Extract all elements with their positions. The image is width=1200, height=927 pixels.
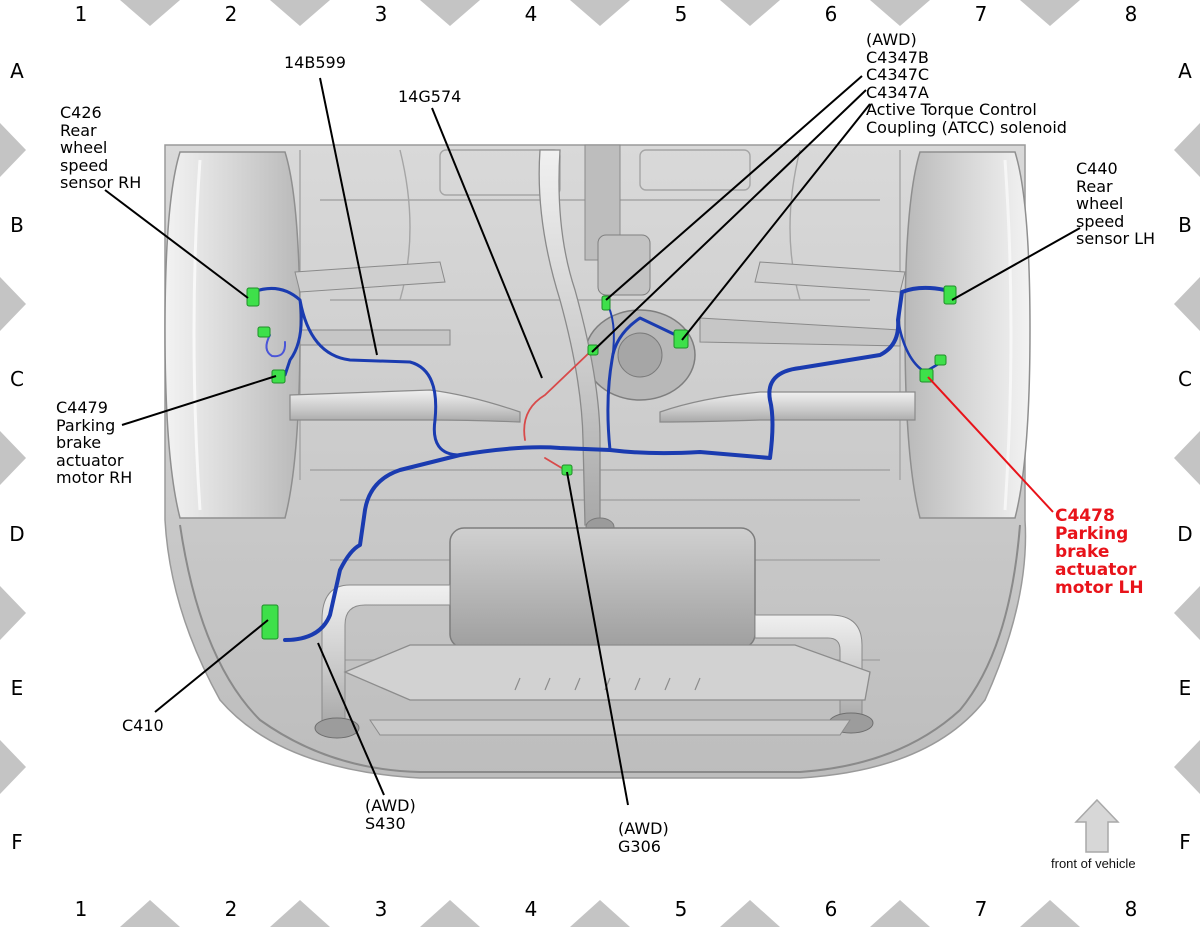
tailpipe-rh	[314, 717, 360, 739]
label-c4478: C4478 Parking brake actuator motor LH	[1055, 506, 1144, 598]
label-awd-atcc: (AWD) C4347B C4347C C4347A Active Torque…	[866, 30, 1067, 137]
grid-col-label: 1	[75, 2, 88, 26]
connector-c426-b	[257, 326, 271, 338]
harness-rh-branch	[251, 286, 462, 457]
grid-col-label: 6	[825, 2, 838, 26]
grid-col-label: 4	[525, 2, 538, 26]
leader-lines	[104, 75, 1081, 806]
grid-col-label: 1	[75, 897, 88, 921]
grid-col-label: 4	[525, 897, 538, 921]
grid-row-label: F	[1179, 830, 1191, 854]
label-c426: C426 Rear wheel speed sensor RH	[60, 103, 142, 192]
front-of-vehicle-label: front of vehicle	[1051, 856, 1136, 871]
tire-rh	[164, 151, 301, 519]
leader-s430	[317, 642, 385, 796]
grid-row-label: A	[1178, 59, 1192, 83]
label-g306: (AWD) G306	[618, 819, 669, 856]
grid-col-label: 2	[225, 2, 238, 26]
grid-col-label: 2	[225, 897, 238, 921]
label-c4479: C4479 Parking brake actuator motor RH	[56, 398, 133, 487]
label-14g574: 14G574	[398, 87, 462, 106]
border-triangles-right	[1174, 123, 1200, 794]
tire-lh	[904, 151, 1031, 519]
connector-c4478-b	[934, 354, 947, 366]
leader-c4347a	[681, 103, 871, 341]
leader-c410	[154, 619, 269, 713]
harness-red-lead	[523, 351, 591, 441]
vehicle-underbody	[164, 144, 1031, 779]
label-c410: C410	[122, 716, 164, 735]
grid-col-label: 8	[1125, 2, 1138, 26]
axle-lh	[659, 391, 916, 423]
grid-row-label: D	[9, 522, 24, 546]
leader-c440	[951, 227, 1081, 301]
axle-rh	[289, 389, 521, 423]
leader-c4347c	[591, 89, 867, 353]
grid-col-label: 6	[825, 897, 838, 921]
label-s430: (AWD) S430	[365, 796, 416, 833]
leader-14g574	[431, 107, 543, 379]
harness-main	[283, 285, 947, 642]
grid-row-label: B	[10, 213, 24, 237]
grid-col-label: 7	[975, 2, 988, 26]
connector-c426	[246, 287, 260, 307]
border-triangles-left	[0, 123, 26, 794]
grid-col-label: 3	[375, 897, 388, 921]
label-14b599: 14B599	[284, 53, 346, 72]
grid-row-labels-right: A B C D E F	[1177, 59, 1192, 854]
grid-row-labels-left: A B C D E F	[9, 59, 24, 854]
grid-row-label: D	[1177, 522, 1192, 546]
harness-rh-loop	[265, 334, 287, 358]
grid-row-label: E	[1179, 676, 1192, 700]
grid-row-label: C	[1178, 367, 1192, 391]
label-c440: C440 Rear wheel speed sensor LH	[1076, 159, 1156, 248]
connector-c4347a	[673, 329, 689, 349]
grid-row-label: A	[10, 59, 24, 83]
grid-col-label: 7	[975, 897, 988, 921]
grid-column-labels-top: 1 2 3 4 5 6 7 8	[75, 2, 1138, 26]
grid-row-label: C	[10, 367, 24, 391]
rear-fascia	[179, 524, 1021, 773]
grid-column-labels-bottom: 1 2 3 4 5 6 7 8	[75, 897, 1138, 921]
leader-c4478	[927, 376, 1054, 513]
leader-14b599	[319, 77, 378, 356]
front-of-vehicle-arrow	[1074, 798, 1120, 853]
grid-row-label: E	[11, 676, 24, 700]
grid-col-label: 3	[375, 2, 388, 26]
leader-g306	[566, 471, 629, 806]
connector-c440	[943, 285, 957, 305]
bumper-beam	[343, 644, 871, 701]
grid-col-label: 5	[675, 2, 688, 26]
border-triangles-bottom	[120, 900, 1080, 927]
grid-col-label: 5	[675, 897, 688, 921]
leader-c4347b	[605, 75, 863, 301]
grid-col-label: 8	[1125, 897, 1138, 921]
grid-row-label: F	[11, 830, 23, 854]
muffler	[449, 527, 756, 649]
border-triangles-top	[120, 0, 1080, 26]
leader-c426	[104, 189, 249, 299]
grid-row-label: B	[1178, 213, 1192, 237]
leader-c4479	[121, 375, 277, 426]
connector-c410	[261, 604, 279, 640]
